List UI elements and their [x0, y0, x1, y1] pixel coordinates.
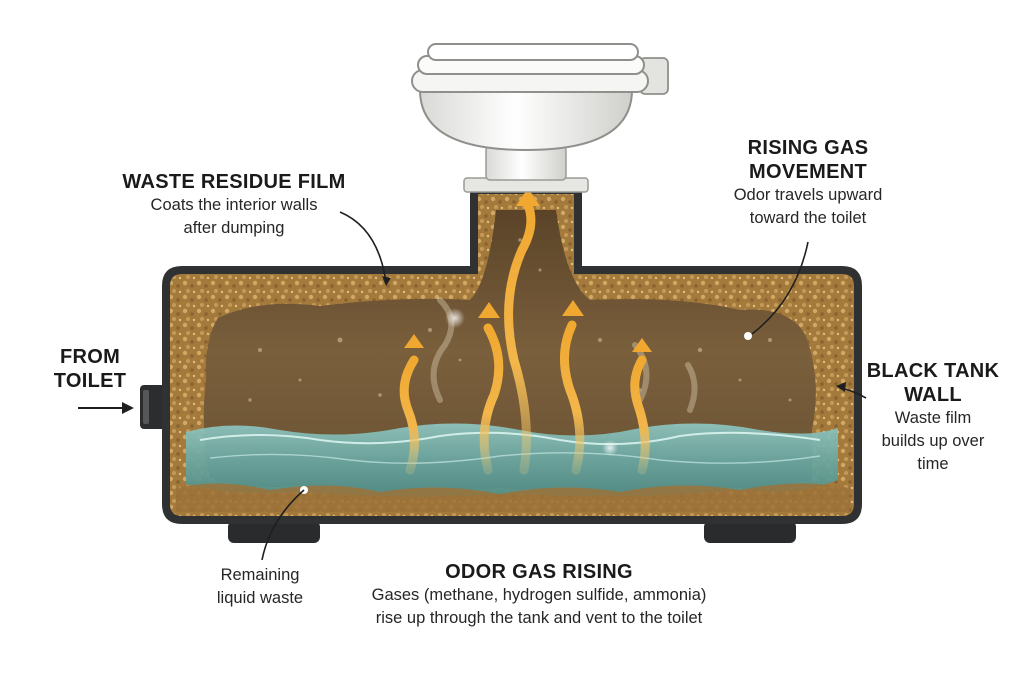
black-tank-desc-2: builds up over	[881, 432, 985, 450]
gas-arrow-2	[479, 323, 504, 475]
label-black-tank: BLACK TANK WALL Waste film builds up ove…	[858, 359, 1008, 476]
label-remaining-liquid: Remaining liquid waste	[192, 564, 328, 610]
tank-foot-right	[704, 521, 796, 543]
gas-arrow-4	[559, 320, 585, 475]
waste-residue-desc-1: Coats the interior walls	[150, 196, 318, 214]
from-toilet-title-1: FROM	[59, 346, 121, 368]
rising-gas-desc-2: toward the toilet	[749, 209, 867, 227]
tank-foot-left	[228, 521, 320, 543]
leader-remaining-liquid	[261, 489, 305, 561]
inlet-pipe	[140, 385, 166, 429]
odor-gas-desc-1: Gases (methane, hydrogen sulfide, ammoni…	[371, 586, 707, 604]
from-toilet-title-2: TOILET	[53, 370, 127, 392]
black-tank-desc-3: time	[917, 455, 949, 473]
gas-arrow-3	[504, 200, 536, 475]
remaining-liquid-desc-1: Remaining	[220, 566, 300, 584]
gas-arrow-5	[630, 355, 650, 475]
rising-gas-title-1: RISING GAS	[747, 137, 869, 159]
label-rising-gas: RISING GAS MOVEMENT Odor travels upward …	[704, 136, 912, 230]
label-waste-residue: WASTE RESIDUE FILM Coats the interior wa…	[112, 170, 356, 240]
waste-residue-title: WASTE RESIDUE FILM	[122, 171, 346, 193]
bottom-sludge	[176, 483, 850, 512]
odor-gas-desc-2: rise up through the tank and vent to the…	[375, 609, 703, 627]
rising-gas-desc-1: Odor travels upward	[733, 186, 883, 204]
remaining-liquid-desc-2: liquid waste	[216, 589, 304, 607]
black-tank-desc-1: Waste film	[894, 409, 972, 427]
liquid-surface-highlight	[199, 431, 821, 446]
waste-residue-desc-2: after dumping	[183, 219, 285, 237]
inlet-arrow	[78, 402, 134, 414]
rising-gas-title-2: MOVEMENT	[749, 161, 867, 183]
label-from-toilet: FROM TOILET	[38, 345, 142, 393]
black-tank-title-1: BLACK TANK	[866, 360, 1000, 382]
gas-arrowheads	[404, 188, 652, 352]
black-tank-title-2: WALL	[904, 384, 962, 406]
toilet	[411, 43, 669, 193]
gas-arrows	[399, 200, 650, 475]
label-odor-gas: ODOR GAS RISING Gases (methane, hydrogen…	[334, 560, 744, 630]
leader-waste-residue	[339, 211, 387, 283]
odor-gas-title: ODOR GAS RISING	[445, 561, 633, 583]
gas-arrow-1	[399, 355, 419, 475]
leader-rising-gas	[751, 241, 809, 335]
interior-particles	[248, 238, 792, 402]
leader-lines	[261, 211, 867, 561]
